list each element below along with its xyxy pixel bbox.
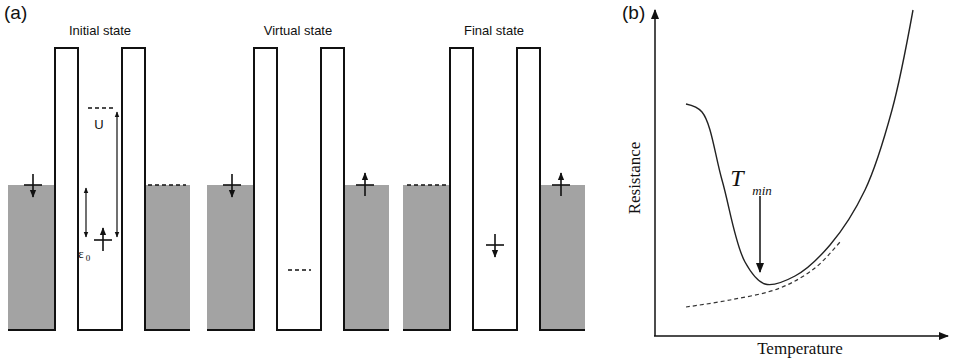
left-fermi-sea xyxy=(8,185,55,330)
temperature-subscript: min xyxy=(752,184,772,197)
energy-subscript: 0 xyxy=(86,254,91,263)
epsilon-arrow xyxy=(85,188,86,237)
energy-label: ε xyxy=(78,247,83,260)
spin-down-arrow xyxy=(494,234,496,257)
axis-label: Resistance xyxy=(626,142,643,215)
right-fermi-sea xyxy=(540,185,585,330)
tunnel-barriers xyxy=(8,48,190,330)
right-fermi-sea xyxy=(344,185,389,330)
u-arrow xyxy=(116,112,117,237)
quantum-dot-panel xyxy=(207,48,389,330)
left-fermi-sea xyxy=(207,185,254,330)
temperature-label: T xyxy=(730,166,743,190)
quantum-dot-panel xyxy=(8,48,190,330)
y-axis xyxy=(654,10,656,336)
panel-title: Final state xyxy=(464,24,524,37)
empty-level xyxy=(407,184,447,186)
x-axis xyxy=(654,335,948,337)
energy-label: U xyxy=(94,118,103,131)
resistance-curve xyxy=(686,10,913,285)
tmin-arrow xyxy=(759,196,761,272)
double-occupancy-level xyxy=(88,107,116,109)
resistance-plot xyxy=(654,10,948,336)
right-fermi-sea xyxy=(145,185,190,330)
spin-up-arrow xyxy=(102,228,104,251)
spin-down-arrow xyxy=(32,174,34,197)
panel-title: Initial state xyxy=(69,24,131,37)
tunnel-barriers xyxy=(207,48,389,330)
spin-up-arrow xyxy=(364,173,366,196)
phonon-curve xyxy=(686,242,840,307)
left-fermi-sea xyxy=(403,185,450,330)
quantum-dot-panel xyxy=(403,48,585,330)
panel-title: Virtual state xyxy=(264,24,332,37)
empty-dot-level xyxy=(288,269,311,271)
spin-up-arrow xyxy=(560,173,562,196)
empty-level xyxy=(148,184,186,186)
panel-label: (b) xyxy=(622,3,645,22)
spin-down-arrow xyxy=(231,174,233,197)
tunnel-barriers xyxy=(403,48,585,330)
panel-label: (a) xyxy=(4,3,27,22)
axis-label: Temperature xyxy=(757,340,843,357)
